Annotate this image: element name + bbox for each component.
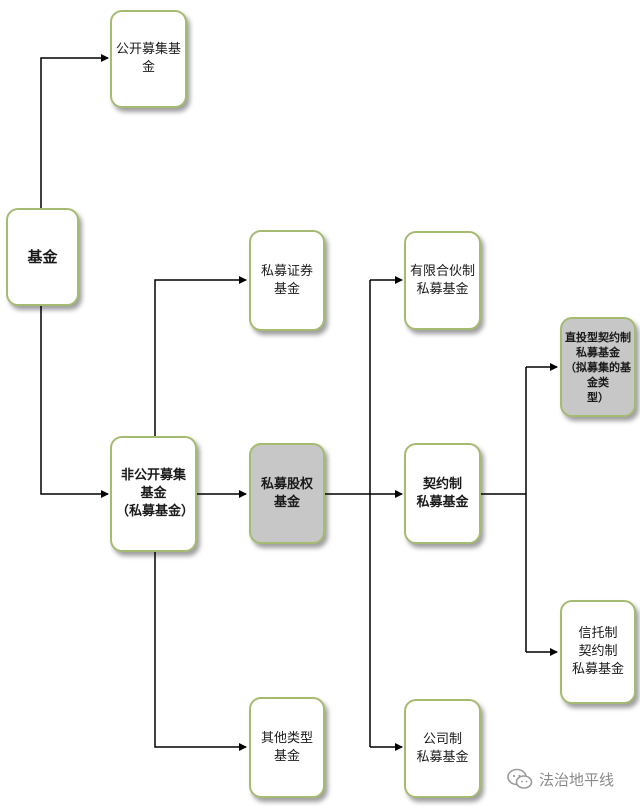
node-trust-contract-fund: 信托制 契约制 私募基金: [560, 600, 636, 704]
edge-private-securities: [154, 276, 247, 436]
node-other-types: 其他类型基金: [249, 697, 325, 798]
node-private-equity: 私募股权基金: [249, 443, 325, 544]
node-private-fund: 非公开募集基金 （私募基金）: [110, 436, 197, 552]
watermark: 法治地平线: [507, 768, 614, 790]
node-contract-fund: 契约制 私募基金: [404, 443, 481, 544]
node-company-fund: 公司制 私募基金: [404, 699, 481, 798]
edge-private-other: [154, 552, 247, 751]
edge-fund-public: [40, 54, 109, 208]
node-lp-fund: 有限合伙制 私募基金: [404, 231, 481, 330]
node-public-fund: 公开募集基金: [110, 10, 187, 108]
node-fund: 基金: [6, 208, 79, 306]
watermark-text: 法治地平线: [538, 770, 614, 789]
edge-fund-private: [40, 306, 109, 498]
wechat-icon: [507, 768, 533, 789]
node-private-securities: 私募证券基金: [249, 230, 325, 331]
node-direct-contract-fund: 直投型契约制 私募基金 （拟募集的基金类 型）: [560, 317, 636, 417]
